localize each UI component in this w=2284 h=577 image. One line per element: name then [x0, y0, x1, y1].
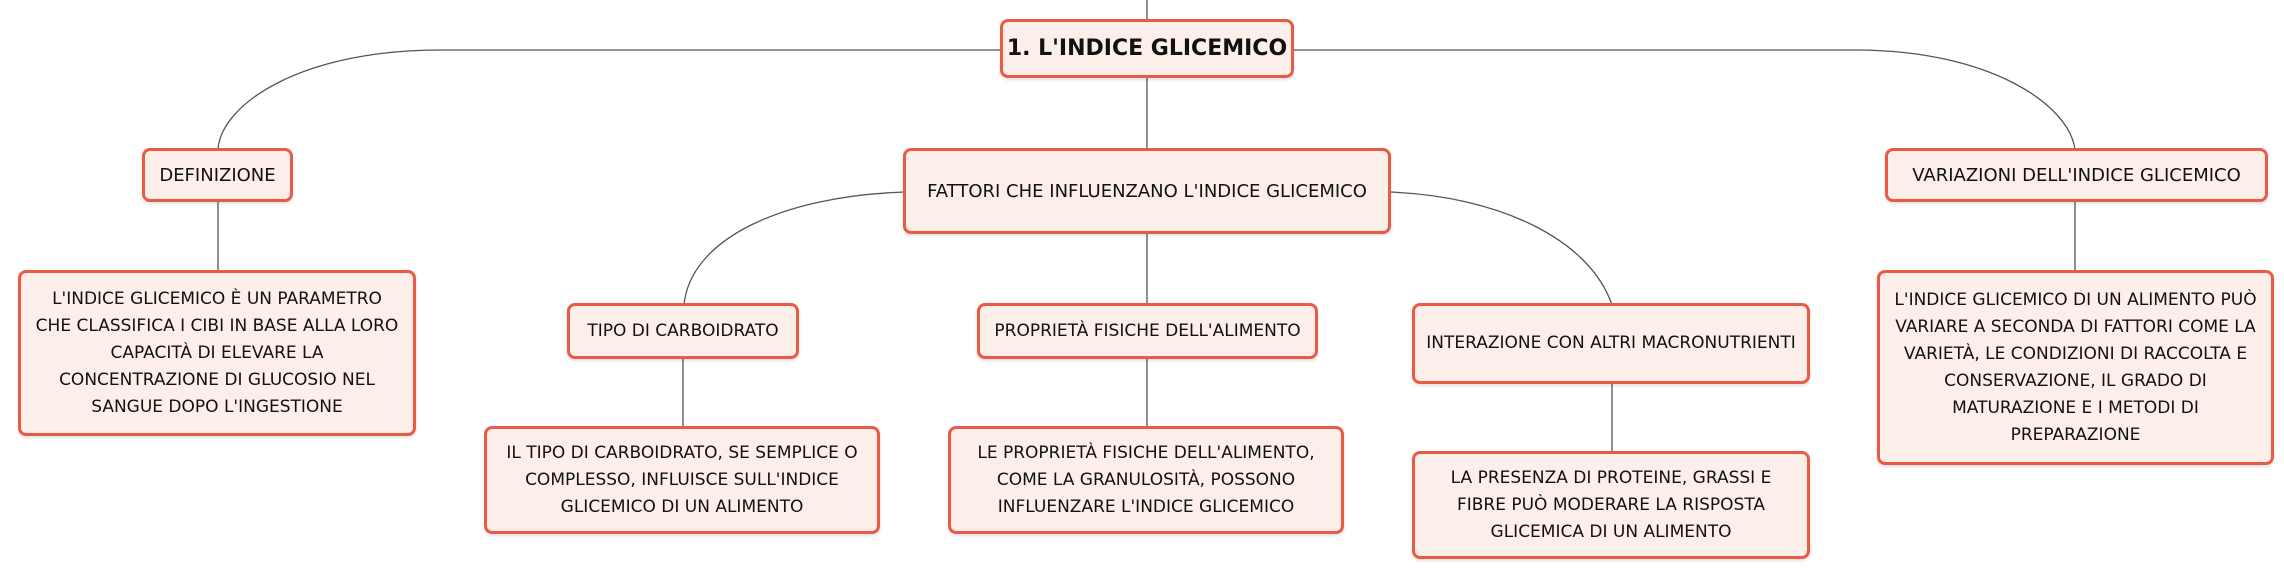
child-interazione[interactable]: INTERAZIONE CON ALTRI MACRONUTRIENTI: [1412, 303, 1810, 384]
child-tipo-carboidrato[interactable]: TIPO DI CARBOIDRATO: [567, 303, 799, 359]
detail-tipo-carboidrato[interactable]: IL TIPO DI CARBOIDRATO, SE SEMPLICE O CO…: [484, 426, 880, 534]
branch-definizione[interactable]: DEFINIZIONE: [142, 148, 293, 202]
branch-fattori[interactable]: FATTORI CHE INFLUENZANO L'INDICE GLICEMI…: [903, 148, 1391, 234]
connector-fattori-interazione: [1388, 191, 1613, 306]
detail-text: IL TIPO DI CARBOIDRATO, SE SEMPLICE O CO…: [506, 442, 858, 517]
connector-root-variazioni: [1294, 49, 2076, 151]
child-label: TIPO DI CARBOIDRATO: [587, 320, 779, 341]
detail-text: L'INDICE GLICEMICO DI UN ALIMENTO PUÒ VA…: [1894, 289, 2257, 445]
connector-fattori-tipo: [683, 191, 906, 306]
detail-proprieta-fisiche[interactable]: LE PROPRIETÀ FISICHE DELL'ALIMENTO, COME…: [948, 426, 1344, 534]
branch-label: DEFINIZIONE: [159, 164, 276, 186]
root-node[interactable]: 1. L'INDICE GLICEMICO: [1000, 19, 1294, 78]
detail-text: L'INDICE GLICEMICO È UN PARAMETRO CHE CL…: [35, 288, 399, 417]
detail-definizione[interactable]: L'INDICE GLICEMICO È UN PARAMETRO CHE CL…: [18, 270, 416, 436]
branch-label: FATTORI CHE INFLUENZANO L'INDICE GLICEMI…: [927, 180, 1367, 202]
root-label: 1. L'INDICE GLICEMICO: [1006, 36, 1288, 61]
connector-root-definizione: [217, 49, 1000, 151]
detail-variazioni[interactable]: L'INDICE GLICEMICO DI UN ALIMENTO PUÒ VA…: [1877, 270, 2274, 465]
child-label: PROPRIETÀ FISICHE DELL'ALIMENTO: [994, 320, 1301, 341]
child-proprieta-fisiche[interactable]: PROPRIETÀ FISICHE DELL'ALIMENTO: [977, 303, 1318, 359]
branch-label: VARIAZIONI DELL'INDICE GLICEMICO: [1912, 164, 2241, 186]
branch-variazioni[interactable]: VARIAZIONI DELL'INDICE GLICEMICO: [1885, 148, 2268, 202]
detail-text: LA PRESENZA DI PROTEINE, GRASSI E FIBRE …: [1450, 467, 1772, 542]
child-label: INTERAZIONE CON ALTRI MACRONUTRIENTI: [1426, 333, 1796, 353]
detail-interazione[interactable]: LA PRESENZA DI PROTEINE, GRASSI E FIBRE …: [1412, 451, 1810, 559]
detail-text: LE PROPRIETÀ FISICHE DELL'ALIMENTO, COME…: [977, 442, 1315, 517]
